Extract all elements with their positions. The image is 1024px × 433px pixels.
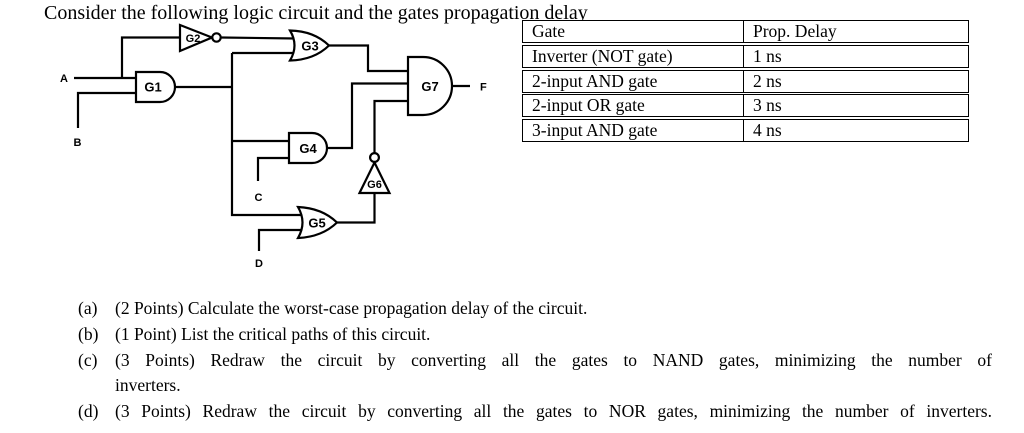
gate-g1-label: G1 — [144, 80, 161, 95]
gate-g1-and-body — [134, 70, 177, 104]
table-row: 2-input OR gate 3 ns — [522, 94, 969, 118]
gate-g6-not-body — [357, 160, 392, 195]
input-c-label: C — [255, 192, 263, 204]
circuit-gates — [134, 23, 454, 240]
wire-g3-to-g7 — [328, 44, 409, 73]
logic-circuit-diagram: G1 G2 G3 G4 G5 G6 G7 A B C D F — [60, 23, 487, 270]
wire-g6-to-g7 — [373, 99, 409, 153]
table-cell-gate: 3-input AND gate — [523, 120, 744, 142]
gate-g7-and-body — [406, 55, 454, 117]
wire-g5-to-g6 — [336, 193, 376, 224]
table-cell-delay: 3 ns — [753, 95, 782, 116]
gate-g7-label: G7 — [421, 79, 438, 94]
wire-d-to-g5 — [257, 228, 304, 251]
question-b-text: (1 Point) List the critical paths of thi… — [115, 323, 431, 344]
table-cell-delay: 1 ns — [753, 45, 782, 66]
question-d-marker: (d) — [78, 401, 99, 422]
table-row: Inverter (NOT gate) 1 ns — [522, 44, 969, 68]
gate-g2-not-body — [178, 23, 215, 53]
table-header-gate: Gate — [523, 21, 744, 42]
gate-g3-or-body — [288, 29, 331, 62]
question-c-text-line2: inverters. — [115, 375, 181, 396]
gate-g2-label: G2 — [186, 33, 201, 45]
question-a-marker: (a) — [78, 298, 98, 318]
gate-g3-label: G3 — [301, 39, 318, 54]
wire-b-to-g1 — [76, 91, 138, 128]
table-header-row: Gate Prop. Delay — [522, 20, 969, 43]
wire-g2-to-g3 — [220, 36, 297, 40]
gate-g2-not-bubble — [211, 32, 222, 43]
wire-c-to-g4 — [256, 156, 292, 181]
wire-g4-to-g7 — [327, 82, 409, 150]
question-list: (a) (2 Points) Calculate the worst-case … — [78, 296, 992, 425]
question-c-text-line1: (3 Points) Redraw the circuit by convert… — [115, 349, 992, 370]
gate-g4-and-body — [287, 131, 329, 165]
table-header-delay: Prop. Delay — [753, 21, 837, 41]
question-a-text: (2 Points) Calculate the worst-case prop… — [115, 298, 588, 318]
table-cell-gate: 2-input OR gate — [523, 95, 744, 117]
gate-g6-label: G6 — [367, 179, 382, 191]
question-d-text: (3 Points) Redraw the circuit by convert… — [115, 401, 992, 422]
propagation-delay-table: Gate Prop. Delay Inverter (NOT gate) 1 n… — [522, 20, 969, 144]
gate-g5-label: G5 — [308, 216, 325, 231]
circuit-wires — [74, 36, 470, 251]
question-d: (d) (3 Points) Redraw the circuit by con… — [78, 399, 992, 425]
input-d-label: D — [255, 258, 263, 270]
input-a-label: A — [60, 73, 68, 85]
output-f-label: F — [480, 82, 487, 94]
question-a: (a) (2 Points) Calculate the worst-case … — [78, 296, 992, 322]
question-c: (c) (3 Points) Redraw the circuit by con… — [78, 348, 992, 400]
table-cell-gate: Inverter (NOT gate) — [523, 45, 744, 67]
input-b-label: B — [74, 137, 82, 149]
table-row: 3-input AND gate 4 ns — [522, 119, 969, 143]
gate-g5-or-body — [296, 205, 339, 240]
question-b: (b) (1 Point) List the critical paths of… — [78, 322, 992, 348]
table-cell-delay: 2 ns — [753, 70, 782, 91]
page-title: Consider the following logic circuit and… — [44, 2, 588, 24]
gate-g6-not-bubble — [369, 152, 381, 164]
question-c-marker: (c) — [78, 349, 98, 370]
table-cell-delay: 4 ns — [753, 120, 782, 141]
question-b-marker: (b) — [78, 323, 99, 344]
gate-g4-label: G4 — [299, 141, 317, 156]
table-row: 2-input AND gate 2 ns — [522, 69, 969, 93]
wire-a-branch-to-g2 — [120, 36, 182, 78]
wire-branch-vertical — [230, 53, 304, 217]
table-cell-gate: 2-input AND gate — [523, 70, 744, 92]
